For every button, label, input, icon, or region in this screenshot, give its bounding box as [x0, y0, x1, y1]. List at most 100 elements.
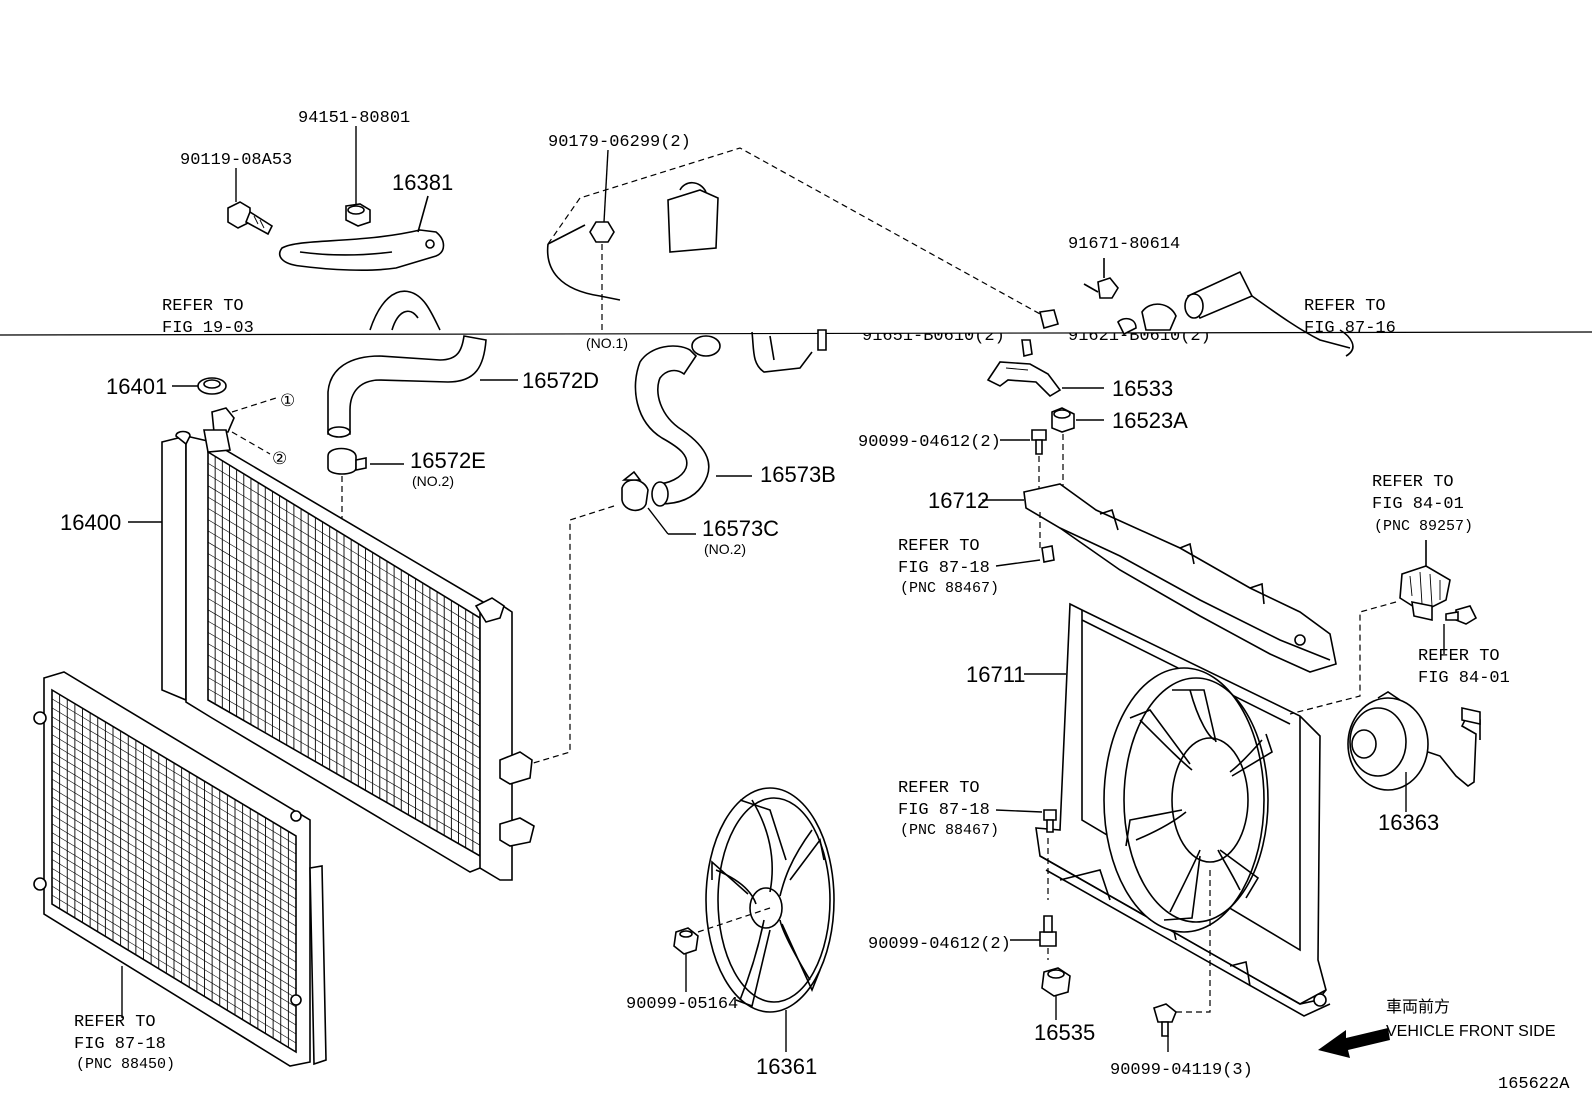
shroud-upper-16712 [1023, 483, 1337, 673]
core-tube [207, 643, 481, 803]
fan-motor-16363 [1347, 691, 1481, 791]
label-16712: 16712 [928, 488, 989, 513]
label-pnc-88467-b: (PNC 88467) [900, 822, 999, 839]
core-tube [51, 823, 297, 972]
upper-right-hoses [1039, 258, 1354, 357]
core-tube [51, 707, 297, 855]
core-tube [51, 698, 297, 846]
label-16361: 16361 [756, 1054, 817, 1079]
label-pnc-88467-a: (PNC 88467) [900, 580, 999, 597]
label-refer-8718-b: REFER TO [898, 779, 980, 798]
label-90119-08A53: 90119-08A53 [180, 151, 292, 170]
label-vehicle-front-jp: 車両前方 [1386, 998, 1450, 1016]
core-tube [51, 796, 297, 945]
core-tube [207, 688, 481, 846]
housing-fragment [369, 290, 441, 331]
label-91671-80614: 91671-80614 [1068, 235, 1180, 254]
radiator-cap-16401 [197, 377, 227, 395]
label-16711: 16711 [966, 662, 1026, 687]
label-no2-a: (NO.2) [412, 473, 454, 489]
label-16363: 16363 [1378, 810, 1439, 835]
core-tube [207, 485, 481, 651]
condenser [33, 671, 327, 1067]
clamp-16573C [621, 470, 649, 512]
core-tube [207, 541, 481, 705]
core-tube [207, 598, 481, 759]
label-vehicle-front-side: VEHICLE FRONT SIDE [1386, 1023, 1556, 1040]
diagram-code: 165622A [1498, 1075, 1570, 1094]
core-tube [51, 778, 297, 927]
core-tube [207, 620, 481, 781]
core-tube [51, 761, 297, 909]
nut-90099-05164 [673, 927, 699, 955]
core-tube [51, 868, 297, 1017]
core-tube [207, 564, 481, 727]
core-tube [207, 587, 481, 749]
core-tube [51, 787, 297, 936]
core-tube [51, 716, 297, 864]
reservoir-tank [546, 147, 1061, 330]
label-no1: (NO.1) [586, 335, 628, 351]
radiator-16400 [161, 407, 535, 881]
label-fig-84-01-a: FIG 84-01 [1372, 495, 1464, 514]
nut-94151 [345, 203, 371, 227]
label-16573C: 16573C [702, 516, 779, 541]
core-tube [51, 894, 297, 1044]
core-tube [51, 734, 297, 882]
label-16400: 16400 [60, 510, 121, 535]
core-tube [51, 859, 297, 1008]
core-tube [207, 519, 481, 684]
label-refer-8718-c: REFER TO [74, 1013, 156, 1032]
shroud-16711 [1035, 602, 1331, 1017]
clamp-16572E [327, 447, 367, 475]
label-90099-05164: 90099-05164 [626, 995, 738, 1014]
bolt-refer-8718-b [1043, 809, 1057, 833]
label-16535: 16535 [1034, 1020, 1095, 1045]
core-tube [51, 885, 297, 1035]
core-tube [51, 841, 297, 990]
label-94151-80801: 94151-80801 [298, 109, 410, 128]
core-tube [207, 496, 481, 662]
core-tube [51, 769, 297, 918]
core-tube [207, 677, 481, 835]
label-refer-8716: REFER TO [1304, 297, 1386, 316]
hose-16572D [327, 335, 487, 438]
core-tube [207, 463, 481, 630]
label-fig-87-16: FIG 87-16 [1304, 319, 1396, 338]
hose-16573B [634, 335, 721, 507]
core-tube [51, 805, 297, 954]
nut-16535 [1041, 967, 1071, 997]
label-fig-19-03: FIG 19-03 [162, 319, 254, 338]
core-tube [51, 876, 297, 1026]
leader-lines [121, 126, 1445, 1052]
label-fig-87-18-a: FIG 87-18 [898, 559, 990, 578]
label-91621-B0610: 91621-B0610(2) [1068, 327, 1211, 346]
core-tube [51, 850, 297, 999]
label-16381: 16381 [392, 170, 453, 195]
bolt-90099-a [1031, 429, 1047, 455]
callout-circle-1: ① [280, 393, 295, 412]
label-90099-04612-b: 90099-04612(2) [868, 935, 1011, 954]
label-16572D: 16572D [522, 368, 599, 393]
label-16523A: 16523A [1112, 408, 1188, 433]
label-90179-06299: 90179-06299(2) [548, 133, 691, 152]
bolt-90099-d [1153, 1003, 1177, 1037]
core-tube [207, 654, 481, 813]
bolt-90119 [227, 201, 274, 236]
core-tube [207, 609, 481, 770]
fan-resistor [1399, 565, 1451, 621]
label-refer-8718-a: REFER TO [898, 537, 980, 556]
fan-16361 [705, 787, 835, 1013]
page-crease-line [0, 331, 1592, 336]
core-tube [51, 752, 297, 900]
core-tube [207, 553, 481, 716]
core-tube [207, 665, 481, 824]
label-fig-87-18-b: FIG 87-18 [898, 801, 990, 820]
vehicle-front-arrow [1318, 1028, 1390, 1058]
label-refer-8401-b: REFER TO [1418, 647, 1500, 666]
bolt-refer-8401 [1445, 605, 1478, 625]
core-tube [207, 508, 481, 673]
label-fig-87-18-c: FIG 87-18 [74, 1035, 166, 1054]
core-tube [207, 474, 481, 640]
